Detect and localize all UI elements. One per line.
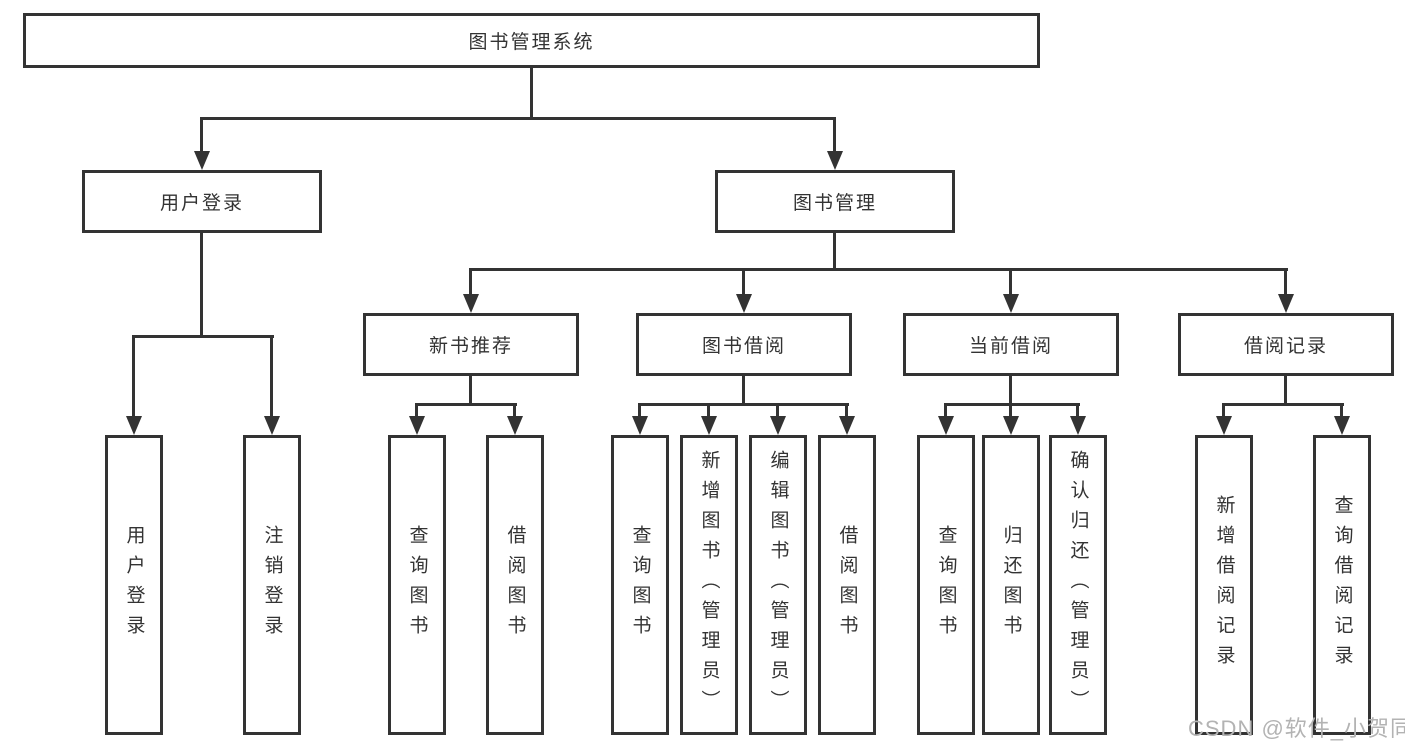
connector-line [1222,403,1344,406]
arrowhead [736,294,752,313]
connector-line [1076,403,1079,419]
connector-line [132,335,274,338]
arrowhead [1003,416,1019,435]
arrowhead [770,416,786,435]
node-current-borrowing: 当前借阅 [903,313,1119,376]
leaf-add-borrow-record: 新增借阅记录 [1195,435,1253,735]
connector-line [1222,403,1225,419]
connector-line [200,117,836,120]
leaf-query-borrow-record: 查询借阅记录 [1313,435,1371,735]
arrowhead [507,416,523,435]
connector-line [833,117,836,154]
leaf-edit-book-admin: 编辑图书（管理员） [749,435,807,735]
connector-line [944,403,1080,406]
connector-line [415,403,517,406]
connector-line [200,117,203,154]
connector-line [707,403,710,419]
connector-line [415,403,418,419]
connector-line [200,233,203,338]
connector-line [1009,376,1012,406]
arrowhead [632,416,648,435]
leaf-user-login: 用户登录 [105,435,163,735]
arrowhead [701,416,717,435]
connector-line [530,68,533,118]
connector-line [513,403,516,419]
connector-line [132,335,135,417]
arrowhead [463,294,479,313]
leaf-query-books-recommend: 查询图书 [388,435,446,735]
connector-line [1284,268,1287,297]
arrowhead [839,416,855,435]
arrowhead [1334,416,1350,435]
leaf-borrow-books-recommend: 借阅图书 [486,435,544,735]
leaf-add-book-admin: 新增图书（管理员） [680,435,738,735]
connector-line [845,403,848,419]
leaf-logout: 注销登录 [243,435,301,735]
node-user-login: 用户登录 [82,170,322,233]
arrowhead [1003,294,1019,313]
arrowhead [409,416,425,435]
arrowhead [1278,294,1294,313]
arrowhead [126,416,142,435]
connector-line [1284,376,1287,406]
leaf-confirm-return-admin: 确认归还（管理员） [1049,435,1107,735]
leaf-return-book: 归还图书 [982,435,1040,735]
node-book-borrowing: 图书借阅 [636,313,852,376]
connector-line [469,376,472,406]
connector-line [270,335,273,417]
connector-line [638,403,641,419]
node-library-system: 图书管理系统 [23,13,1040,68]
connector-line [638,403,849,406]
arrowhead [938,416,954,435]
arrowhead [194,151,210,170]
connector-line [742,268,745,297]
connector-line [469,268,472,297]
arrowhead [264,416,280,435]
connector-line [944,403,947,419]
connector-line [833,233,836,271]
connector-line [742,376,745,406]
connector-line [469,268,1288,271]
leaf-query-books-current: 查询图书 [917,435,975,735]
arrowhead [1070,416,1086,435]
leaf-borrow-books-borrow: 借阅图书 [818,435,876,735]
connector-line [1009,268,1012,297]
arrowhead [1216,416,1232,435]
connector-line [776,403,779,419]
node-book-management: 图书管理 [715,170,955,233]
connector-line [1009,403,1012,419]
csdn-watermark: CSDN @软件_小贺同学 [1188,716,1405,741]
arrowhead [827,151,843,170]
node-new-book-recommend: 新书推荐 [363,313,579,376]
leaf-query-books-borrow: 查询图书 [611,435,669,735]
connector-line [1340,403,1343,419]
node-borrowing-records: 借阅记录 [1178,313,1394,376]
